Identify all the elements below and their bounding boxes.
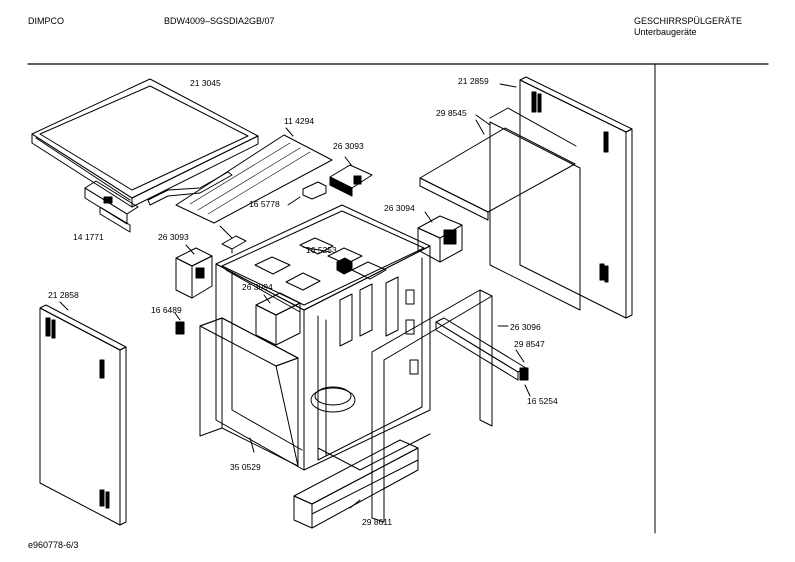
part-label: 26 3093 xyxy=(158,232,189,242)
subcategory-label: Unterbaugeräte xyxy=(634,27,697,37)
part-kickplate xyxy=(293,439,419,529)
part-label: 21 3045 xyxy=(190,78,221,88)
part-label: 16 6489 xyxy=(151,305,182,315)
part-label: 29 8547 xyxy=(514,339,545,349)
part-hinge-right xyxy=(329,156,373,197)
part-label: 26 3096 xyxy=(510,322,541,332)
part-clip-left xyxy=(219,225,247,254)
part-dishwasher-tub xyxy=(215,204,431,471)
part-label: 26 3094 xyxy=(384,203,415,213)
part-label: 21 2858 xyxy=(48,290,79,300)
part-insulation-panel xyxy=(419,107,581,311)
document-id: e960778-6/3 xyxy=(28,540,79,550)
category-label: GESCHIRRSPÜLGERÄTE xyxy=(634,16,743,26)
part-side-panel-right xyxy=(499,76,633,319)
part-label: 16 5253 xyxy=(306,245,337,255)
part-side-panel-left xyxy=(39,301,127,526)
part-label: 26 3093 xyxy=(333,141,364,151)
part-label: 29 8611 xyxy=(362,517,392,527)
part-label: 26 3094 xyxy=(242,282,273,292)
part-spray-rail xyxy=(435,317,531,397)
brand-label: DIMPCO xyxy=(28,16,64,26)
part-underside-strip xyxy=(84,171,233,233)
part-hinge-left xyxy=(175,244,213,299)
part-label: 29 8545 xyxy=(436,108,467,118)
part-label: 21 2859 xyxy=(458,76,489,86)
part-rail-frame xyxy=(371,289,509,523)
part-hinge-block-right xyxy=(417,211,463,263)
part-label: 35 0529 xyxy=(230,462,261,472)
part-door-panel xyxy=(199,317,299,467)
part-worktop-cover xyxy=(31,78,259,208)
part-label: 14 1771 xyxy=(73,232,104,242)
part-clip-top xyxy=(287,181,327,206)
model-label: BDW4009–SGSDIA2GB/07 xyxy=(164,16,275,26)
part-label: 16 5778 xyxy=(249,199,280,209)
part-label: 11 4294 xyxy=(284,116,314,126)
part-hinge-block-left xyxy=(255,292,301,346)
part-foil-strip xyxy=(175,127,333,224)
part-label: 16 5254 xyxy=(527,396,558,406)
part-small-clip xyxy=(174,312,185,335)
